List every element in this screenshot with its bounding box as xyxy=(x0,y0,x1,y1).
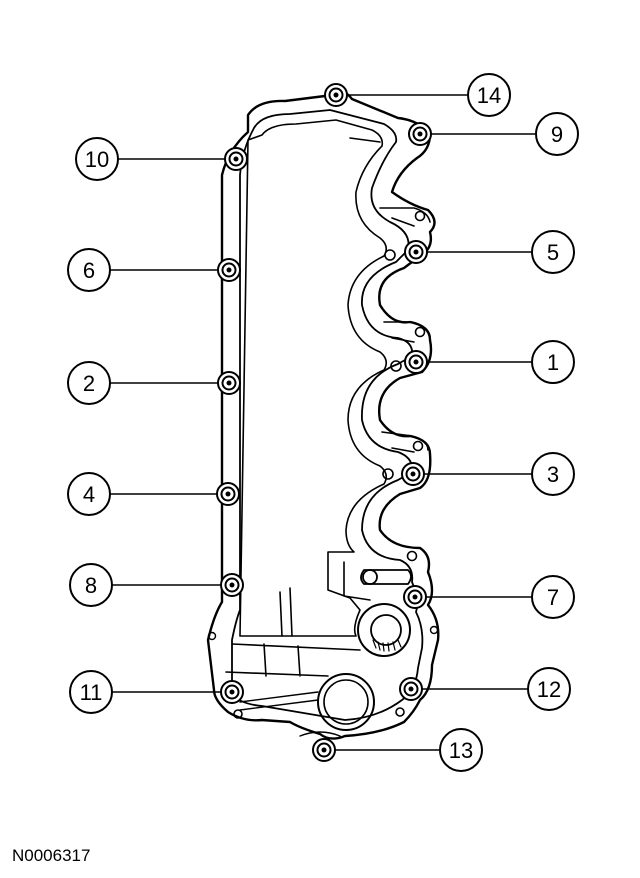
pcv-fitting xyxy=(360,569,412,585)
bolt-center xyxy=(413,249,419,255)
rib xyxy=(299,731,341,737)
sensor-port xyxy=(317,673,375,731)
rib xyxy=(225,643,361,677)
callout-circle xyxy=(67,248,111,292)
callout-label: 7 xyxy=(547,585,559,610)
figure-id: N0006317 xyxy=(12,846,91,865)
callout-label: 2 xyxy=(83,371,95,396)
callout-circle xyxy=(527,667,571,711)
callout-circle xyxy=(531,340,575,384)
callout-label: 10 xyxy=(85,147,109,172)
bracket-hole xyxy=(395,707,405,717)
rib xyxy=(239,691,319,711)
oil-fill-neck xyxy=(357,603,411,657)
bolt-center xyxy=(229,689,235,695)
pcv-fitting-end xyxy=(362,569,378,585)
callout-circle xyxy=(69,670,113,714)
callout-label: 12 xyxy=(537,677,561,702)
bracket-hole xyxy=(412,440,424,452)
callout-label: 9 xyxy=(551,122,563,147)
callout-circle xyxy=(67,361,111,405)
bracket-tab xyxy=(379,207,431,227)
screw xyxy=(382,468,394,480)
bracket-hole xyxy=(207,631,217,641)
screw xyxy=(384,249,396,261)
callout-circle xyxy=(531,230,575,274)
bracket-tab xyxy=(383,321,431,343)
oil-fill-neck-threads xyxy=(372,639,402,652)
callout-circle xyxy=(531,452,575,496)
callout-label: 11 xyxy=(80,680,103,705)
bracket-hole xyxy=(414,210,426,222)
screw xyxy=(390,360,402,372)
bolt-center xyxy=(413,359,419,365)
callout-circle xyxy=(535,112,579,156)
bracket-hole xyxy=(414,326,426,338)
callout-circle xyxy=(439,728,483,772)
callout-circle xyxy=(75,137,119,181)
callout-circle xyxy=(531,575,575,619)
cover-inner-groove xyxy=(231,109,424,721)
callout-circle xyxy=(467,73,511,117)
cover-outer-outline xyxy=(206,89,440,740)
bolt-center xyxy=(233,156,239,162)
oil-fill-neck-inner xyxy=(370,614,402,646)
bolt-center xyxy=(412,594,418,600)
callout-circle xyxy=(67,472,111,516)
bracket-hole xyxy=(406,550,418,562)
callout-label: 14 xyxy=(477,83,501,108)
callout-label: 5 xyxy=(547,240,559,265)
sensor-port-inner xyxy=(323,679,369,725)
rail-segment xyxy=(349,137,381,143)
baffle xyxy=(279,587,293,637)
bolt-center xyxy=(229,582,235,588)
bracket-hole xyxy=(233,709,243,719)
callout-label: 3 xyxy=(547,462,559,487)
callout-label: 1 xyxy=(547,350,559,375)
bolt-center xyxy=(417,131,423,137)
callout-label: 4 xyxy=(83,482,95,507)
bolt-center xyxy=(226,380,232,386)
bracket-tab xyxy=(381,431,429,453)
rail-segment xyxy=(343,561,371,601)
cover-inner-cavity xyxy=(239,119,388,637)
bolt-center xyxy=(225,491,231,497)
bolt-center xyxy=(410,471,416,477)
callout-label: 8 xyxy=(85,573,97,598)
callout-label: 6 xyxy=(83,258,95,283)
bolt-center xyxy=(333,92,339,98)
bolt-center xyxy=(321,747,327,753)
callout-label: 13 xyxy=(449,738,473,763)
bolt-center xyxy=(408,686,414,692)
callout-circle xyxy=(69,563,113,607)
bracket-hole xyxy=(429,625,439,635)
bolt-center xyxy=(226,267,232,273)
